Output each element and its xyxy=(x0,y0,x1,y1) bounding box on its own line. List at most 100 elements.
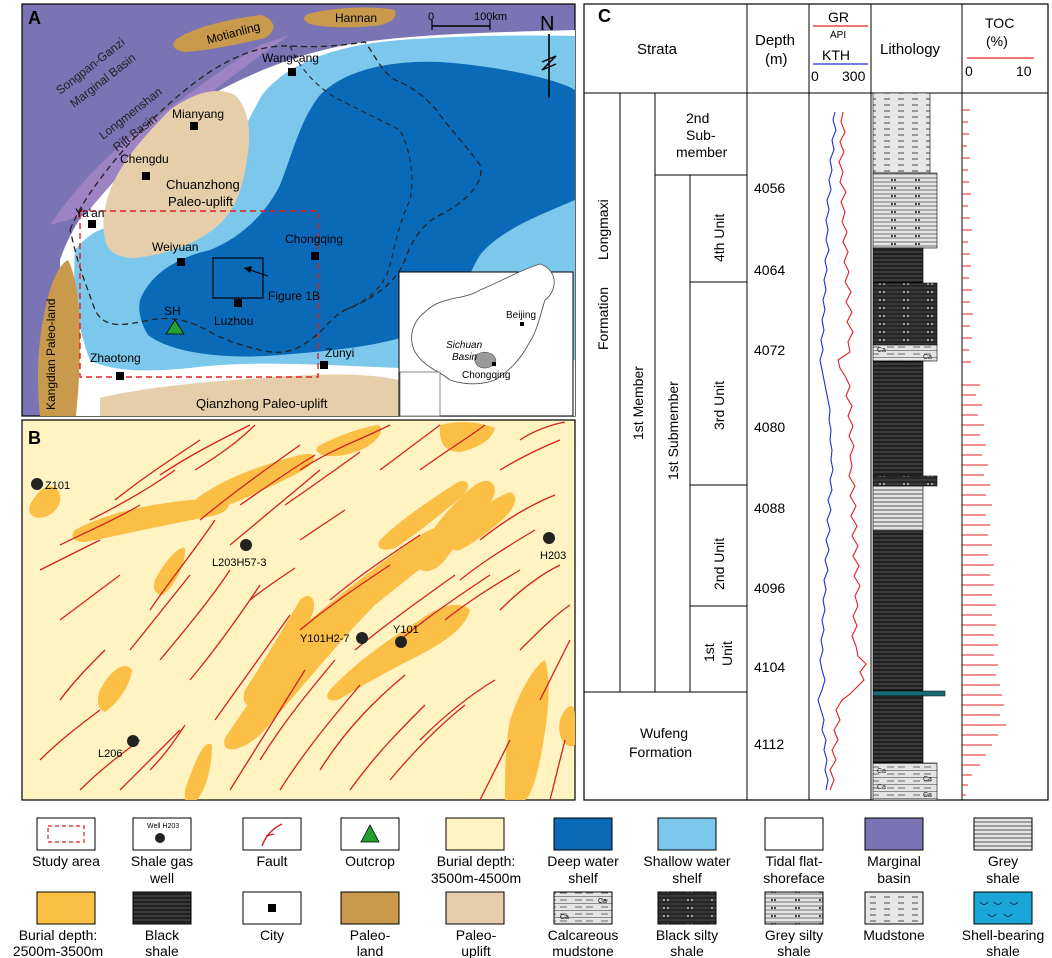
well-marker-y101 xyxy=(395,636,407,648)
inset-label-chongqing: Chongqing xyxy=(462,370,510,381)
ca-label: Ca xyxy=(923,792,932,799)
legend-well-symbol-label: Well H203 xyxy=(147,823,179,830)
header-toc-max: 10 xyxy=(1016,63,1032,79)
well-labels: Z101 L203H57-3 H203 Y101H2-7 Y101 L206 xyxy=(45,480,566,760)
legend-label-paleouplift-1: Paleo- xyxy=(456,927,497,943)
litho-black-shale-3 xyxy=(872,530,924,692)
depth-tick-4096: 4096 xyxy=(754,580,785,596)
legend-label-burial-shallow-1: Burial depth: xyxy=(19,927,98,943)
legend-item-city: City xyxy=(242,891,302,943)
chuanzhong-label-1: Chuanzhong xyxy=(166,177,240,192)
legend-ca-label: Ca xyxy=(560,914,569,921)
city-label-zhaotong: Zhaotong xyxy=(90,351,141,365)
inset-label-beijing: Beijing xyxy=(506,310,536,321)
panel-b-map: Z101 L203H57-3 H203 Y101H2-7 Y101 L206 B xyxy=(21,419,576,801)
legend-label-burial-deep-2: 3500m-4500m xyxy=(431,870,521,886)
strata-3rd-unit: 3rd Unit xyxy=(711,381,727,430)
deep-water-shelf xyxy=(139,61,575,357)
ca-label: Ca xyxy=(923,776,932,783)
legend-label-burial-shallow-2: 2500m-3500m xyxy=(13,943,103,958)
strata-2nd-unit: 2nd Unit xyxy=(711,538,727,590)
legend-label-marginal-2: basin xyxy=(877,870,910,886)
well-marker-l203h57-3 xyxy=(240,539,252,551)
legend-label-shell-2: shale xyxy=(986,943,1020,958)
litho-grey-silty-shale xyxy=(872,172,938,249)
qianzhong-paleo-uplift xyxy=(100,374,440,416)
legend-item-black-shale: Black shale xyxy=(132,891,192,958)
header-toc-unit: (%) xyxy=(986,33,1008,49)
legend-item-shallow-water-shelf: Shallow water shelf xyxy=(643,817,731,886)
toc-header: TOC (%) 0 10 xyxy=(965,15,1034,79)
city-marker-chongqing xyxy=(311,252,319,260)
qianzhong-label: Qianzhong Paleo-uplift xyxy=(196,396,328,411)
header-toc-min: 0 xyxy=(965,63,973,79)
strata-2nd-submember-c: member xyxy=(676,144,728,160)
city-label-chengdu: Chengdu xyxy=(120,152,169,166)
column-grid xyxy=(584,4,1048,800)
strata-labels: Longmaxi Formation 1st Member 1st Submem… xyxy=(595,110,735,760)
panel-c-letter: C xyxy=(598,6,611,26)
legend-item-paleo-uplift: Paleo- uplift xyxy=(445,891,505,958)
legend-label-outcrop: Outcrop xyxy=(345,853,395,869)
china-inset-map: Beijing Sichuan Basin Chongqing xyxy=(398,263,574,417)
inset-label-sichuan-2: Basin xyxy=(452,352,477,363)
legend-label-bsilty-1: Black silty xyxy=(656,927,718,943)
longmenshan-rift-basin xyxy=(50,35,290,225)
strata-longmaxi: Longmaxi xyxy=(595,199,611,260)
city-label-mianyang: Mianyang xyxy=(172,107,224,121)
panel-c-column: C Strata Depth (m) GR API KTH 0 300 Lith… xyxy=(583,3,1049,801)
legend-label-bsilty-2: shale xyxy=(670,943,704,958)
depth-tick-4088: 4088 xyxy=(754,500,785,516)
legend-item-grey-shale: Grey shale xyxy=(973,817,1033,886)
legend-label-calc-2: mudstone xyxy=(552,943,614,958)
legend-item-deep-water-shelf: Deep water shelf xyxy=(547,817,619,886)
legend-item-mudstone: Mudstone xyxy=(863,891,925,943)
scale-zero-label: 0 xyxy=(428,11,434,23)
legend-label-shallow-2: shelf xyxy=(672,870,702,886)
legend-label-city: City xyxy=(260,927,284,943)
toc-bars xyxy=(962,109,1006,796)
legend-item-tidal-flat: Tidal flat- shoreface xyxy=(763,817,825,886)
city-marker-zhaotong xyxy=(116,372,124,380)
legend-item-marginal-basin: Marginal basin xyxy=(864,817,924,886)
well-label-y101h2-7: Y101H2-7 xyxy=(300,633,350,645)
ca-label: Ca xyxy=(877,768,886,775)
header-depth-unit: (m) xyxy=(765,51,788,68)
legend-item-grey-silty-shale: Grey silty shale xyxy=(764,891,824,958)
well-marker-y101h2-7 xyxy=(356,632,368,644)
legend-label-shell-1: Shell-bearing xyxy=(962,927,1045,943)
litho-black-silty-shale-2 xyxy=(872,475,938,487)
motianling-paleo-land xyxy=(173,15,274,52)
outcrop-label-sh: SH xyxy=(164,304,181,318)
strata-wufeng-formation: Formation xyxy=(629,744,692,760)
strata-wufeng: Wufeng xyxy=(640,725,688,741)
legend-label-tidal-1: Tidal flat- xyxy=(765,853,822,869)
well-marker-z101 xyxy=(31,478,43,490)
header-api: API xyxy=(830,30,846,41)
legend-label-grey-shale-2: shale xyxy=(986,870,1020,886)
city-marker-luzhou xyxy=(234,299,242,307)
city-marker-chengdu xyxy=(142,172,150,180)
strata-formation: Formation xyxy=(595,287,611,350)
litho-calcareous-mudstone-2 xyxy=(872,762,938,801)
header-toc: TOC xyxy=(985,15,1014,31)
city-markers xyxy=(88,68,328,380)
hannan-label: Hannan xyxy=(335,11,377,25)
sichuan-boundary-dashed xyxy=(69,41,482,353)
chuanzhong-label-2: Paleo-uplift xyxy=(168,194,233,209)
litho-grey-shale xyxy=(872,485,924,532)
legend-item-shell-bearing-shale: Shell-bearing shale xyxy=(962,891,1045,958)
city-marker-wangcang xyxy=(288,68,296,76)
well-label-l203h57-3: L203H57-3 xyxy=(212,557,266,569)
study-area-box xyxy=(79,210,319,378)
depth-tick-4104: 4104 xyxy=(754,659,785,675)
legend-label-gsilty-1: Grey silty xyxy=(765,927,823,943)
well-marker-l206 xyxy=(127,735,139,747)
legend: Study area Well H203 Shale gas well Faul… xyxy=(13,817,1045,958)
header-log-min: 0 xyxy=(811,68,819,84)
lithology-column: Ca Ca Ca Ca Ca Ca xyxy=(872,92,946,801)
legend-label-mudstone: Mudstone xyxy=(863,927,925,943)
strata-1st-member: 1st Member xyxy=(630,366,646,440)
figure-1b-box xyxy=(212,257,264,299)
legend-item-fault: Fault xyxy=(242,817,302,869)
